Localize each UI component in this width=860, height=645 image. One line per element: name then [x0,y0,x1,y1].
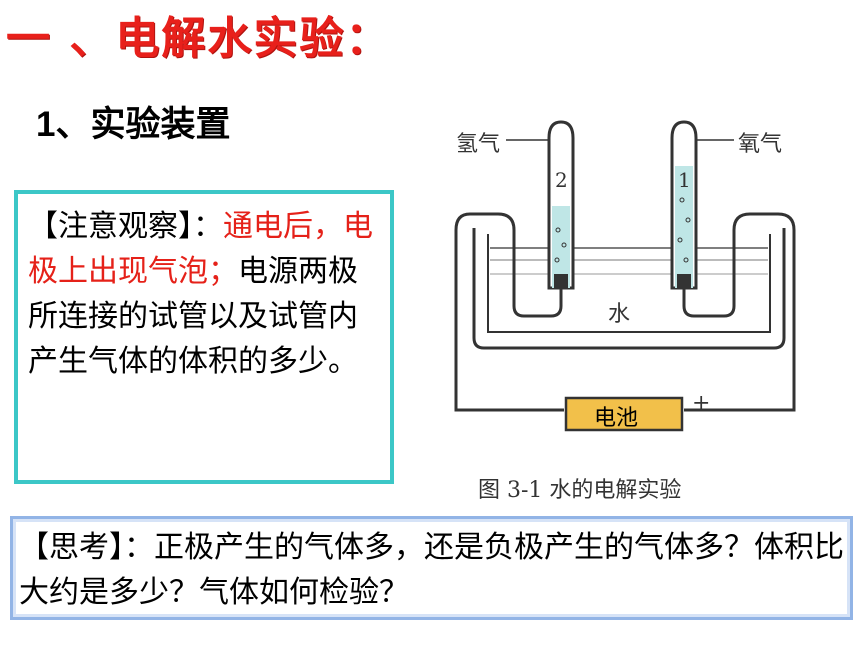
observation-note-bracket: 【注意观察】： [28,209,223,244]
oxygen-label: 氧气 [738,132,783,157]
hydrogen-label: 氢气 [456,132,501,157]
slide-title: 一 、电解水实验： [6,13,392,64]
section-heading-text: 、实验装置 [55,105,231,145]
water-label: 水 [608,302,631,327]
figure-caption: 图 3-1 水的电解实验 [478,478,682,503]
apparatus-diagram [454,120,796,432]
observation-note-box: 【注意观察】：通电后，电极上出现气泡；电源两极所连接的试管以及试管内产生气体的体… [14,190,394,484]
right-electrode [677,274,691,288]
tube-left-number: 2 [555,168,568,192]
think-question-text: 【思考】：正极产生的气体多，还是负极产生的气体多？体积比大约是多少？气体如何检验… [19,525,845,615]
negative-wire [454,212,564,412]
observation-note-body: 电源两极所连接的试管以及试管内产生气体的体积的多少。 [28,254,358,379]
battery-label: 电池 [594,406,639,431]
observation-note-text: 【注意观察】：通电后，电极上出现气泡；电源两极所连接的试管以及试管内产生气体的体… [28,204,384,384]
think-question-box: 【思考】：正极产生的气体多，还是负极产生的气体多？体积比大约是多少？气体如何检验… [10,516,853,620]
water-trough [472,228,786,350]
section-heading: 1、实验装置 [36,96,230,147]
minus-sign: － [540,399,563,424]
section-number: 1 [36,105,56,144]
positive-wire [682,212,796,412]
think-question-body: 正极产生的气体多，还是负极产生的气体多？体积比大约是多少？气体如何检验？ [19,530,844,610]
observation-note-highlight: 通电后，电极上出现气泡； [28,209,373,289]
electrolysis-apparatus-figure: 氢气 氧气 2 1 水 电池 － + 图 3-1 水的电解实验 [444,110,814,505]
battery [564,396,684,432]
left-electrode [554,274,568,288]
think-question-bracket: 【思考】： [19,530,154,565]
tube-right-number: 1 [678,168,691,192]
plus-sign: + [692,391,711,416]
